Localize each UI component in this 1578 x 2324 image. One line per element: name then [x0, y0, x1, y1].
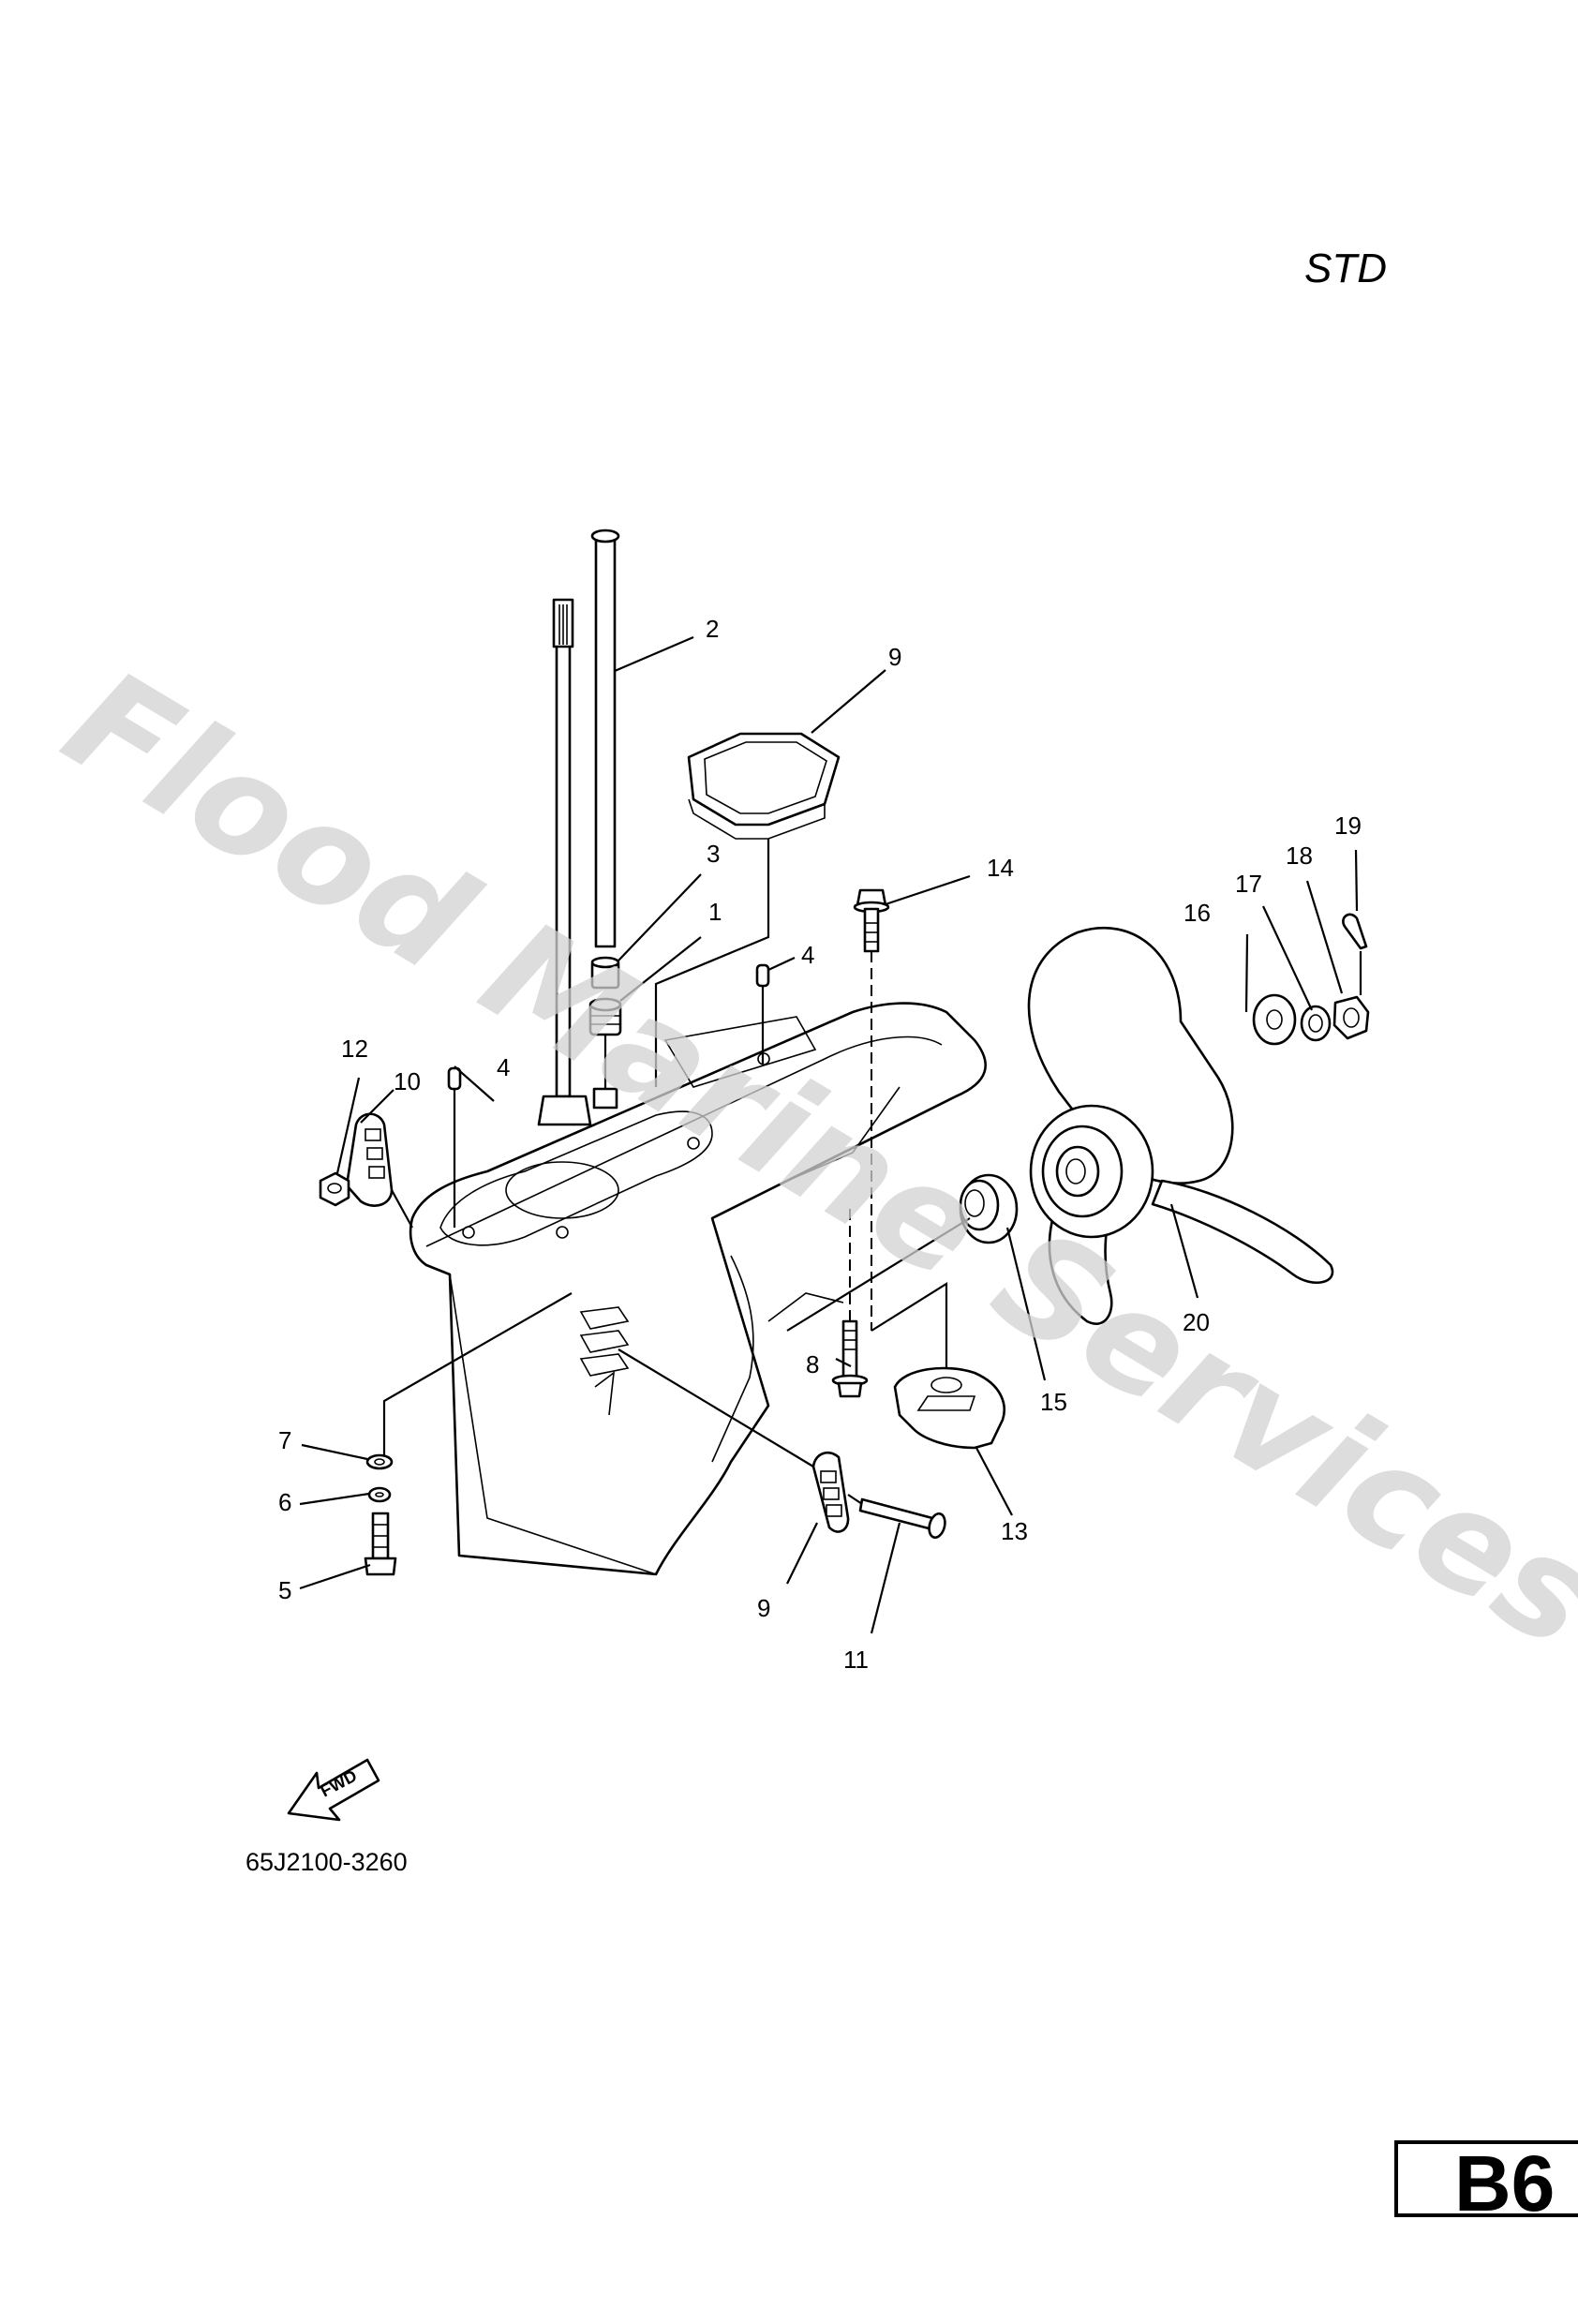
shift-rod: [537, 598, 592, 1126]
grommet-16: [959, 1173, 1019, 1244]
callout-2: 2: [706, 615, 719, 643]
anode-10: [811, 1451, 850, 1533]
screw-12: [858, 1497, 946, 1540]
callout-11: 10: [394, 1067, 421, 1095]
leader-lines: [299, 635, 1359, 1634]
drawing-code: 65J2100-3260: [246, 1848, 408, 1876]
cotter-pin-20: [1342, 913, 1368, 950]
washer-18: [1300, 1005, 1332, 1042]
callout-21: 20: [1183, 1308, 1210, 1336]
callout-numbers: 2 9 3 1 4 4 14 16 17 18 19 12 10 15 20 8…: [278, 615, 1362, 1674]
nut-19: [1332, 995, 1370, 1040]
callout-5: 5: [278, 1576, 291, 1604]
bolt-15: [853, 888, 890, 953]
callout-6: 6: [278, 1488, 291, 1516]
callout-18: 17: [1235, 870, 1262, 898]
callout-12: 11: [843, 1646, 869, 1674]
bolt-5: [364, 1512, 397, 1576]
lower-casing: [409, 1002, 987, 1576]
oil-seal-1: [588, 997, 622, 1036]
page-badge: B6: [1394, 2139, 1578, 2227]
gasket-9: [687, 732, 841, 840]
callout-8: 8: [806, 1350, 819, 1378]
washer-7: [365, 1453, 394, 1470]
callout-7: 7: [278, 1426, 291, 1454]
bushing-3: [590, 956, 620, 990]
callout-15: 14: [987, 854, 1014, 882]
callout-14: 13: [1001, 1517, 1028, 1545]
callout-16: 15: [1040, 1388, 1067, 1416]
dowel-pin-4a: [447, 1066, 462, 1091]
spacer-17: [1252, 993, 1297, 1046]
bolt-8: [831, 1319, 869, 1398]
callout-13: 12: [341, 1035, 368, 1063]
callout-20: 19: [1334, 812, 1362, 840]
anode-11: [345, 1112, 394, 1207]
page-number: B6: [1454, 2139, 1556, 2227]
callout-4b: 4: [801, 941, 814, 969]
callout-17: 16: [1184, 899, 1211, 927]
dowel-pin-4b: [755, 963, 770, 988]
variant-label: STD: [1304, 246, 1387, 291]
callout-10: 9: [757, 1594, 770, 1622]
fwd-arrow: FWD: [287, 1758, 380, 1822]
drive-shaft: [590, 529, 620, 948]
callout-3: 3: [707, 840, 720, 868]
nut-13: [319, 1171, 350, 1207]
callout-9: 9: [888, 643, 901, 671]
callout-4a: 4: [497, 1053, 510, 1081]
callout-19: 18: [1286, 842, 1313, 870]
anode-14: [893, 1366, 1005, 1450]
washer-6: [367, 1486, 392, 1503]
callout-1: 1: [708, 898, 722, 926]
propeller-21: [1027, 927, 1334, 1325]
